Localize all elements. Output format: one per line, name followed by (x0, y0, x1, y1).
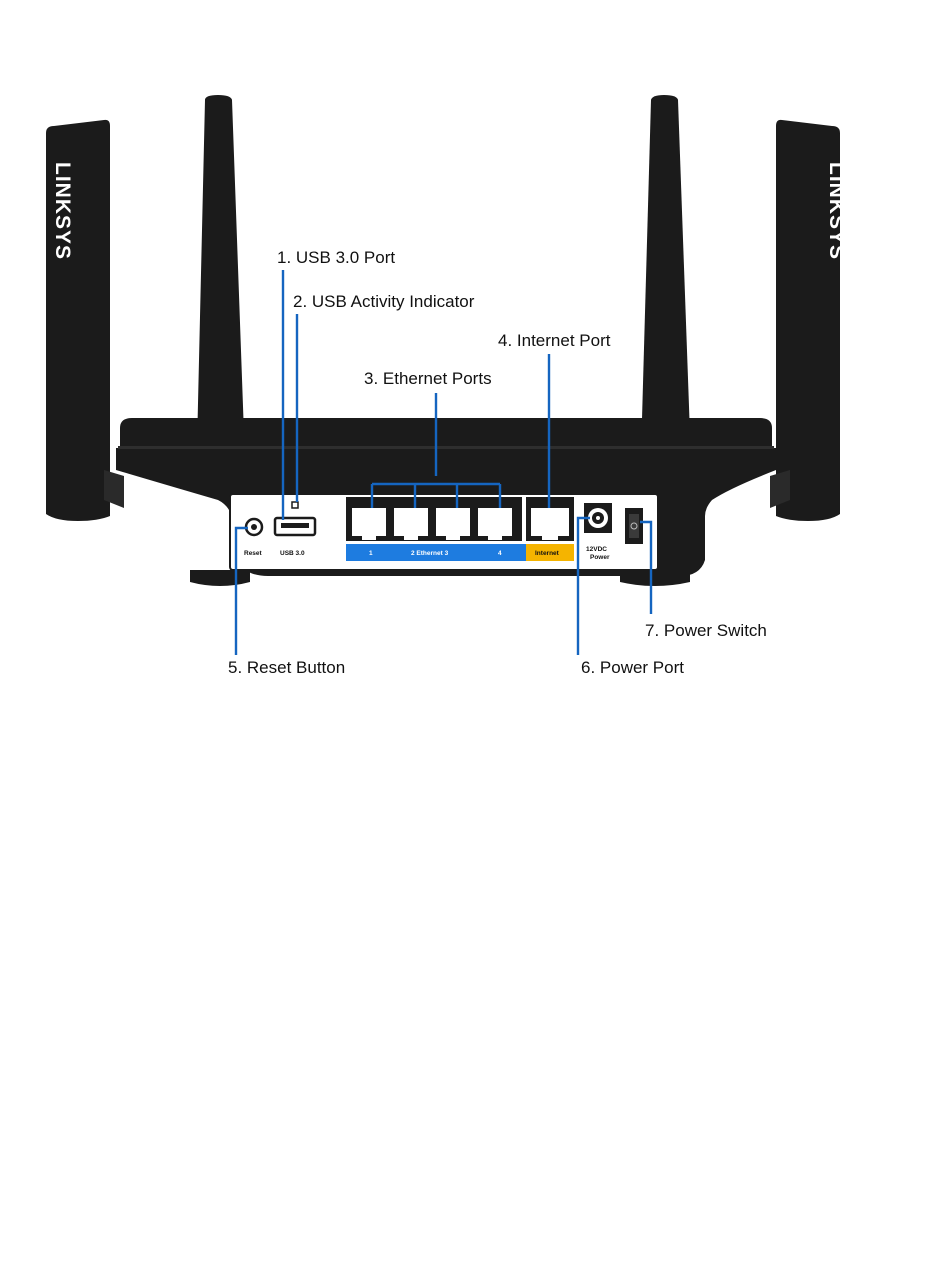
callout-usb-port: 1. USB 3.0 Port (277, 248, 395, 267)
power-switch (625, 508, 643, 544)
callout-power-switch: 7. Power Switch (645, 621, 767, 640)
callout-usb-activity: 2. USB Activity Indicator (293, 292, 475, 311)
callout-internet-port: 4. Internet Port (498, 331, 611, 350)
ethernet-mid-label: 2 Ethernet 3 (411, 550, 449, 557)
callout-ethernet-ports: 3. Ethernet Ports (364, 369, 492, 388)
internet-label: Internet (535, 550, 560, 557)
ethernet-1-label: 1 (369, 550, 373, 557)
right-outer-antenna: LINKSYS (776, 120, 848, 521)
power-voltage-label: 12VDC (586, 546, 607, 553)
callout-reset-button: 5. Reset Button (228, 658, 345, 677)
right-antenna-logo: LINKSYS (825, 162, 848, 260)
callout-power-port: 6. Power Port (581, 658, 684, 677)
ethernet-4-label: 4 (498, 550, 502, 557)
power-label: Power (590, 554, 610, 561)
usb-label: USB 3.0 (280, 550, 305, 557)
left-antenna-logo: LINKSYS (51, 162, 74, 260)
left-outer-antenna: LINKSYS (46, 120, 110, 521)
reset-label: Reset (244, 550, 263, 557)
